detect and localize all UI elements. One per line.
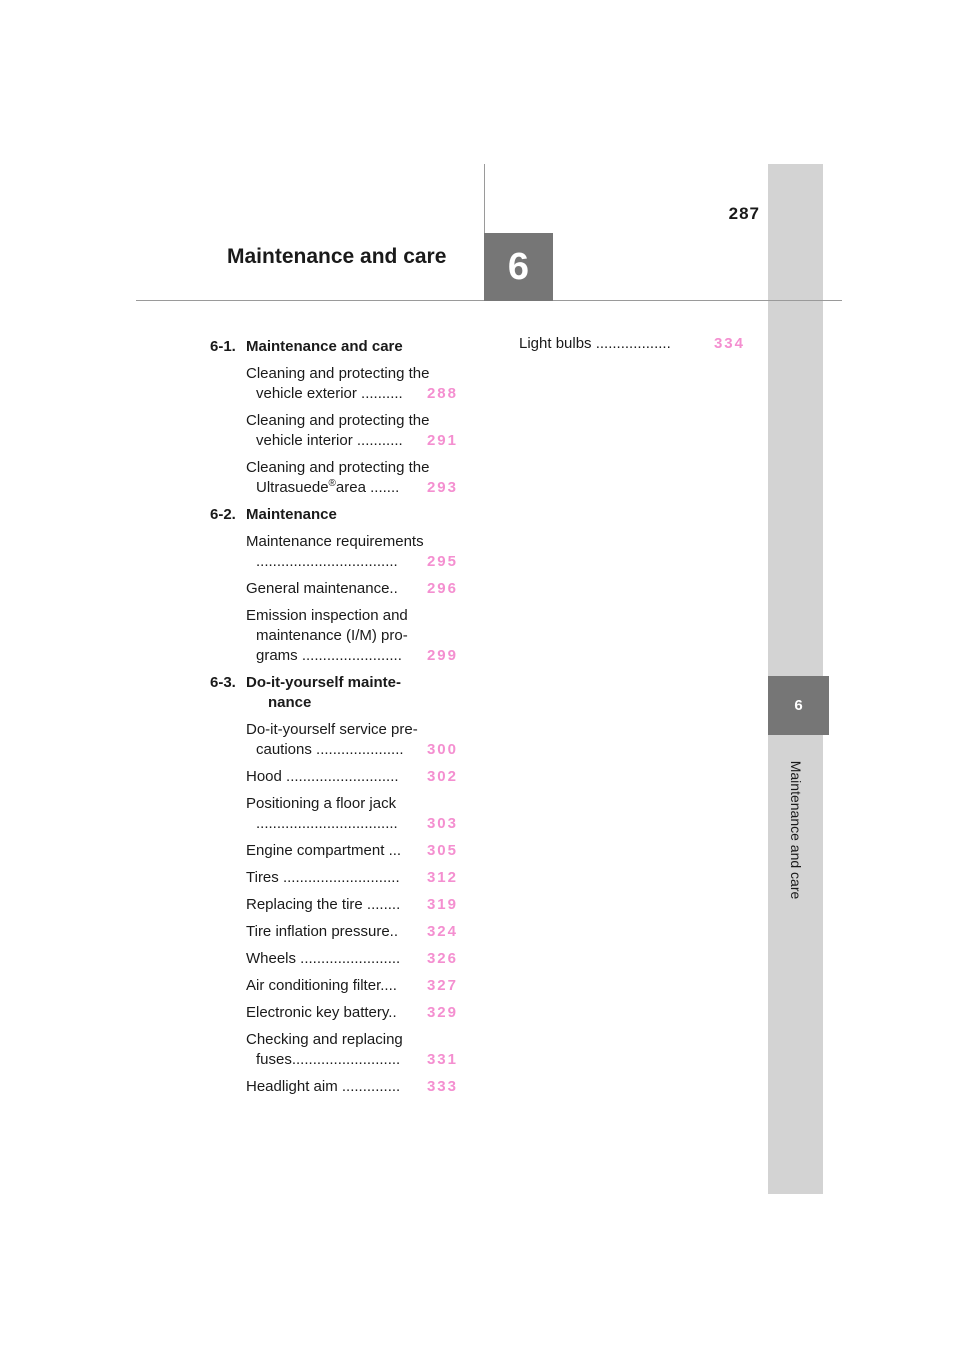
page-link[interactable]: 288 (426, 385, 458, 402)
toc-entry[interactable]: Maintenance requirements ...............… (210, 532, 458, 572)
entry-text-line: Do-it-yourself service pre- (246, 721, 418, 738)
page-link[interactable]: 331 (426, 1051, 458, 1068)
toc-entry[interactable]: Tires ............................ 312 (210, 868, 458, 888)
toc-left-column: 6-1. Maintenance and care Cleaning and p… (210, 337, 458, 1104)
entry-text: cautions ..................... (256, 741, 404, 758)
entry-text: General maintenance.. (246, 580, 398, 597)
toc-section: 6-1. Maintenance and care (210, 337, 458, 357)
entry-text-line: Emission inspection and (246, 607, 408, 624)
toc-entry[interactable]: Wheels ........................ 326 (210, 949, 458, 969)
page-link[interactable]: 305 (426, 842, 458, 859)
toc-entry[interactable]: Do-it-yourself service pre- cautions ...… (210, 720, 458, 760)
entry-text: Air conditioning filter.... (246, 977, 397, 994)
toc-entry[interactable]: Cleaning and protecting the Ultrasuede®a… (210, 458, 458, 498)
page-link[interactable]: 324 (426, 923, 458, 940)
page-link[interactable]: 293 (426, 479, 458, 496)
page-number: 287 (728, 204, 760, 223)
entry-text: Ultrasuede (256, 479, 329, 496)
page-link[interactable]: 326 (426, 950, 458, 967)
page-link[interactable]: 329 (426, 1004, 458, 1021)
page-link[interactable]: 334 (713, 335, 745, 352)
entry-text-line: Cleaning and protecting the (246, 365, 430, 382)
toc-entry[interactable]: Cleaning and protecting the vehicle inte… (210, 411, 458, 451)
page-link[interactable]: 327 (426, 977, 458, 994)
section-number: 6-2. (210, 506, 236, 523)
section-heading: 6-3. Do-it-yourself mainte- nance (210, 673, 458, 713)
toc-entry[interactable]: Replacing the tire ........ 319 (210, 895, 458, 915)
entry-text: .................................. (256, 815, 398, 832)
page-link[interactable]: 303 (426, 815, 458, 832)
toc-section: 6-3. Do-it-yourself mainte- nance (210, 673, 458, 713)
entry-text: Headlight aim .............. (246, 1078, 401, 1095)
entry-text: vehicle interior ........... (256, 432, 403, 449)
toc-entry[interactable]: Cleaning and protecting the vehicle exte… (210, 364, 458, 404)
entry-text: grams ........................ (256, 647, 402, 664)
entry-text-line: maintenance (I/M) pro- (256, 627, 408, 644)
section-heading: 6-1. Maintenance and care (210, 337, 458, 357)
page-link[interactable]: 300 (426, 741, 458, 758)
section-heading: 6-2. Maintenance (210, 505, 458, 525)
entry-text: Tire inflation pressure.. (246, 923, 399, 940)
section-number: 6-3. (210, 674, 236, 691)
side-tab-label: Maintenance and care (788, 760, 804, 900)
section-title-cont: nance (268, 694, 312, 711)
toc-entry[interactable]: Hood ........................... 302 (210, 767, 458, 787)
entry-text-line: Maintenance requirements (246, 533, 424, 550)
toc-entry[interactable]: Positioning a floor jack ...............… (210, 794, 458, 834)
toc-entry[interactable]: Engine compartment ... 305 (210, 841, 458, 861)
page-link[interactable]: 291 (426, 432, 458, 449)
page-link[interactable]: 302 (426, 768, 458, 785)
entry-text: fuses.......................... (256, 1051, 401, 1068)
entry-text: Engine compartment ... (246, 842, 402, 859)
section-title: Maintenance (246, 506, 337, 523)
entry-text: Hood ........................... (246, 768, 399, 785)
page-link[interactable]: 333 (426, 1078, 458, 1095)
page-link[interactable]: 295 (426, 553, 458, 570)
page-link[interactable]: 296 (426, 580, 458, 597)
entry-text: .................................. (256, 553, 398, 570)
toc-entry[interactable]: Headlight aim .............. 333 (210, 1077, 458, 1097)
entry-text-line: Positioning a floor jack (246, 795, 397, 812)
page-link[interactable]: 312 (426, 869, 458, 886)
toc-section: 6-2. Maintenance (210, 505, 458, 525)
toc-entry[interactable]: Air conditioning filter.... 327 (210, 976, 458, 996)
header-divider-vertical (484, 164, 485, 233)
entry-text: vehicle exterior .......... (256, 385, 403, 402)
chapter-title: Maintenance and care (227, 245, 447, 268)
section-title: Do-it-yourself mainte- (246, 674, 402, 691)
toc-entry[interactable]: Light bulbs .................. 334 (483, 334, 745, 354)
page-link[interactable]: 299 (426, 647, 458, 664)
toc-entry[interactable]: Tire inflation pressure.. 324 (210, 922, 458, 942)
entry-text-line: Cleaning and protecting the (246, 459, 430, 476)
entry-text: Electronic key battery.. (246, 1004, 397, 1021)
section-number: 6-1. (210, 338, 236, 355)
entry-text-line: Checking and replacing (246, 1031, 403, 1048)
entry-text: area ....... (335, 479, 400, 496)
entry-text: Tires ............................ (246, 869, 400, 886)
chapter-number-box: 6 (484, 233, 553, 301)
toc-entry[interactable]: Emission inspection and maintenance (I/M… (210, 606, 458, 666)
section-title: Maintenance and care (246, 338, 403, 355)
entry-text-group: Ultrasuede®area ....... (256, 478, 399, 498)
entry-text: Light bulbs .................. (519, 335, 671, 352)
toc-entry[interactable]: General maintenance.. 296 (210, 579, 458, 599)
toc-entry[interactable]: Electronic key battery.. 329 (210, 1003, 458, 1023)
page-link[interactable]: 319 (426, 896, 458, 913)
entry-text: Replacing the tire ........ (246, 896, 401, 913)
entry-text: Wheels ........................ (246, 950, 401, 967)
registered-mark: ® (328, 478, 336, 489)
entry-text-line: Cleaning and protecting the (246, 412, 430, 429)
toc-entry[interactable]: Checking and replacing fuses............… (210, 1030, 458, 1070)
side-tab-chapter-number[interactable]: 6 (768, 676, 829, 735)
toc-right-column: Light bulbs .................. 334 (483, 334, 745, 361)
